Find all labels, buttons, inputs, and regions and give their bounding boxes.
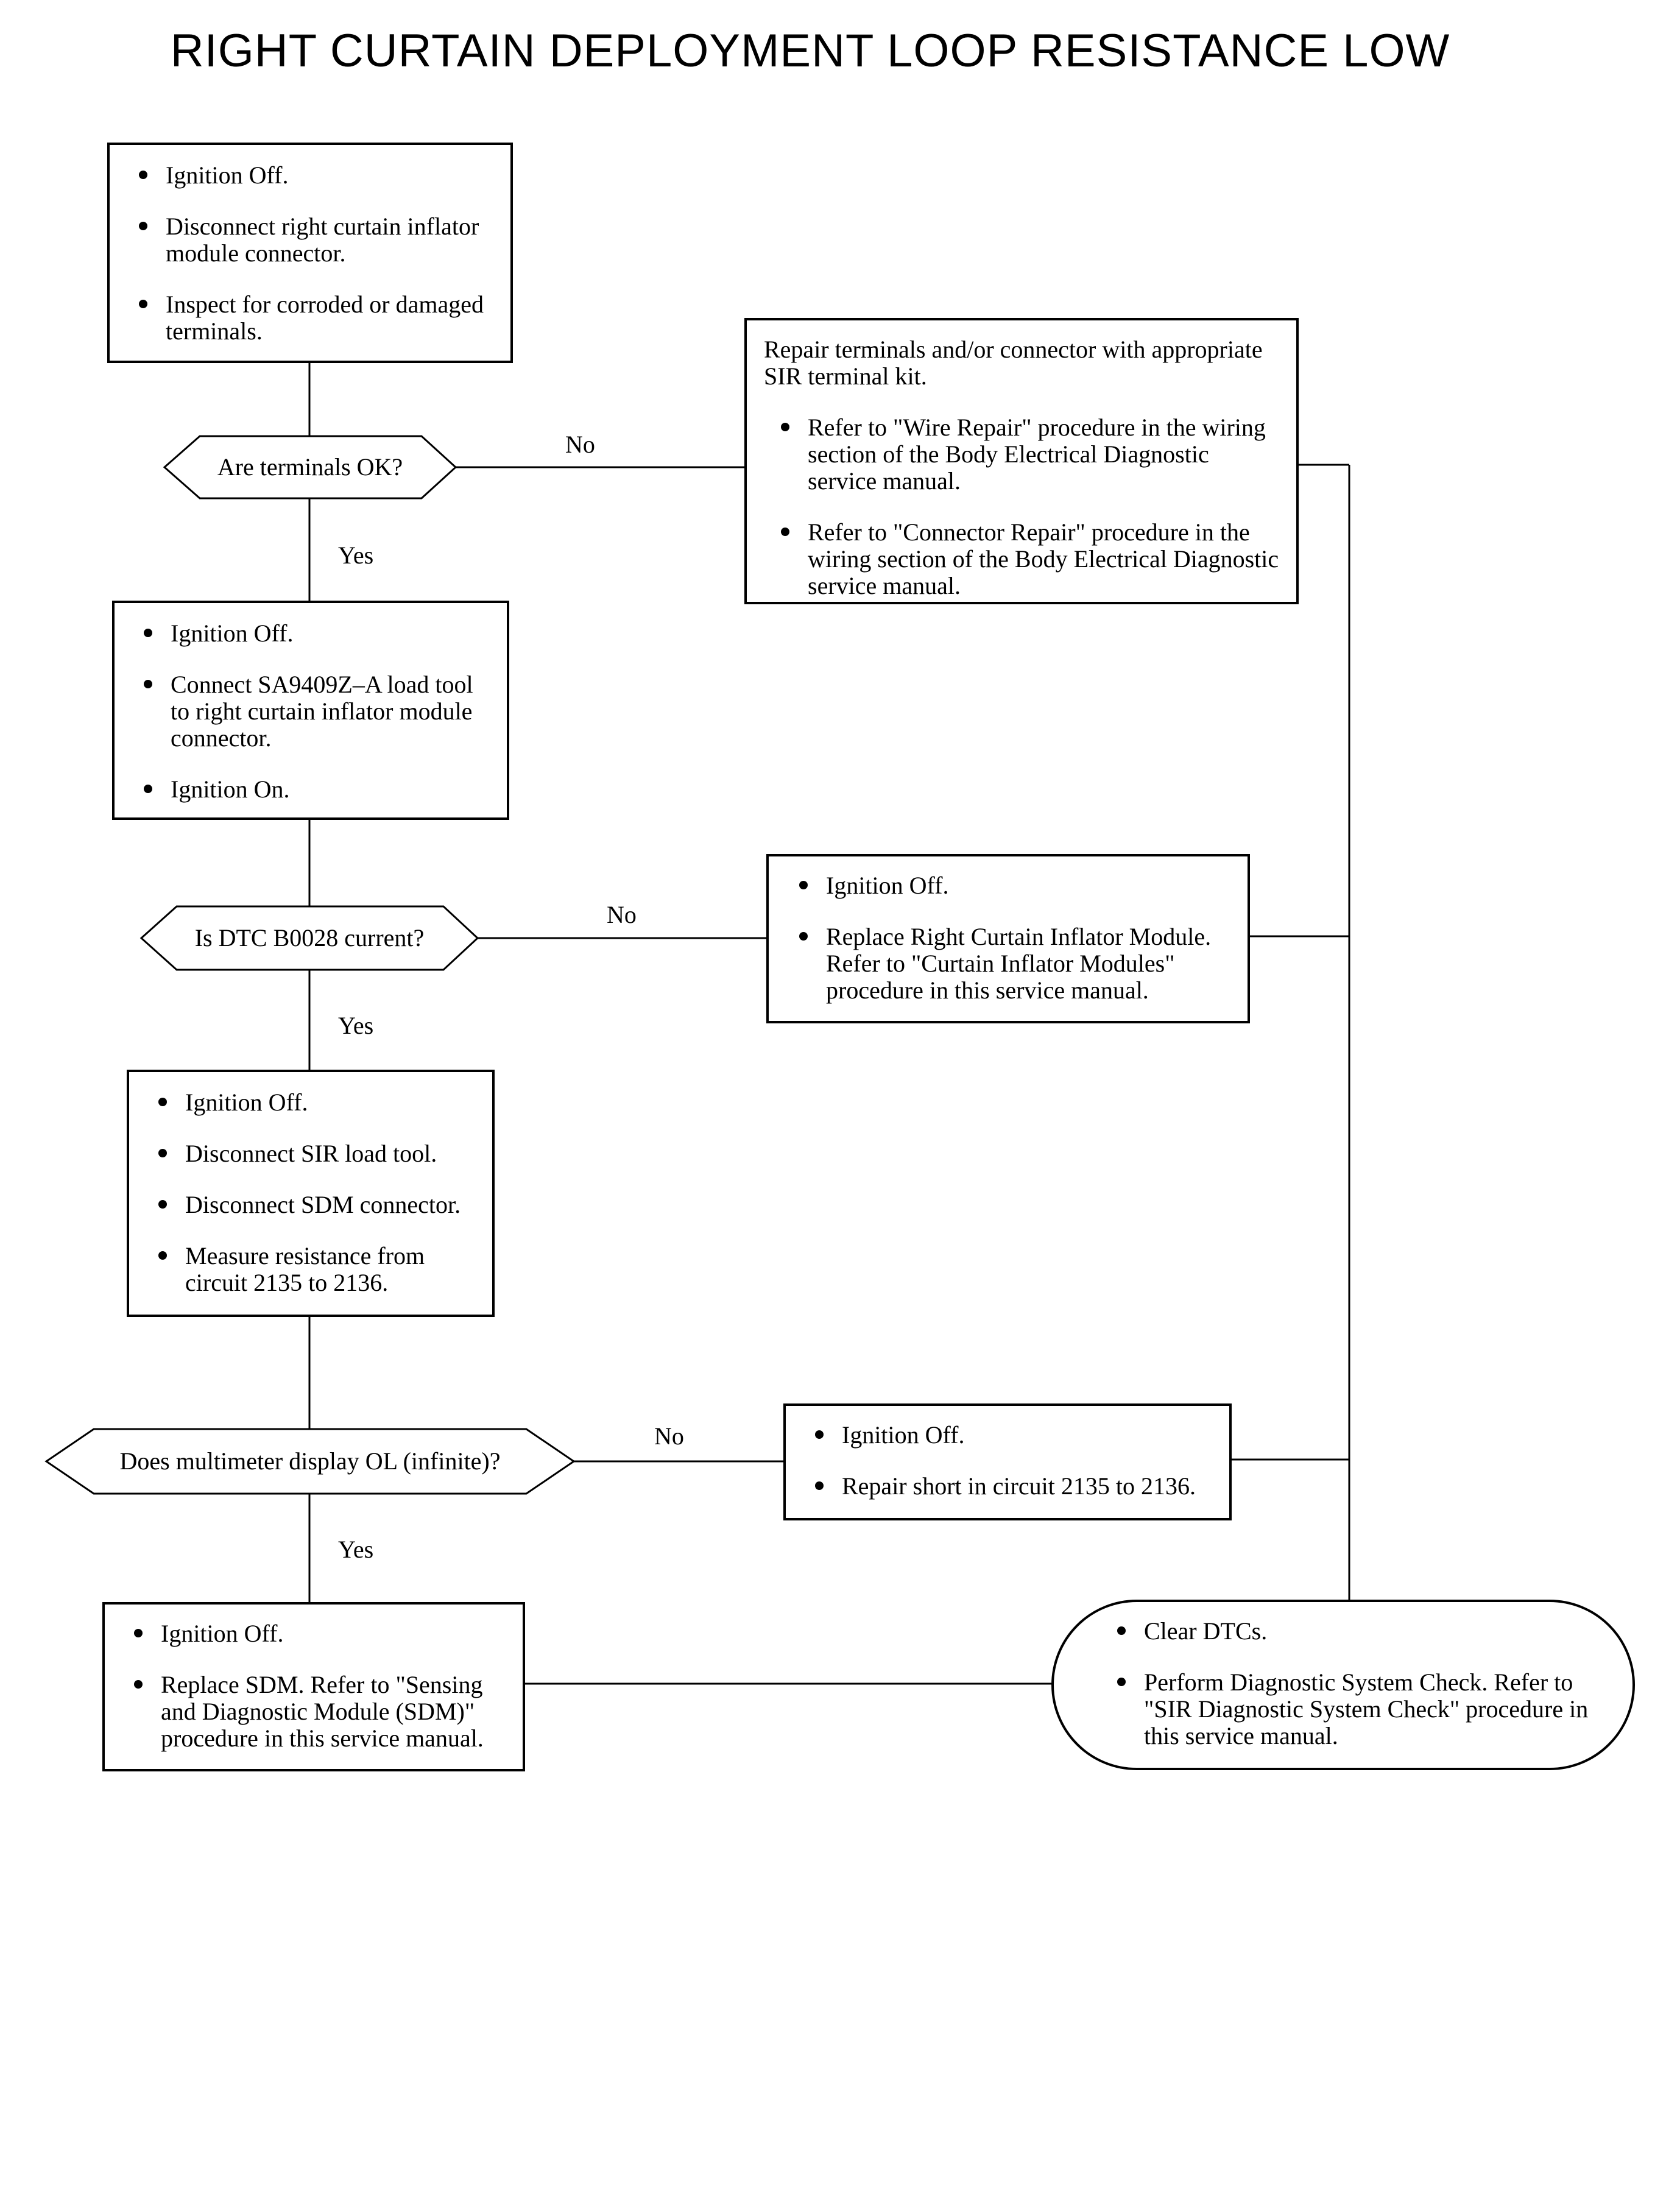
step-1-box: Ignition Off. Disconnect right curtain i… — [107, 143, 513, 363]
decision-3-label: Does multimeter display OL (infinite)? — [119, 1447, 501, 1475]
page-title: RIGHT CURTAIN DEPLOYMENT LOOP RESISTANCE… — [170, 25, 1450, 77]
step-2-box: Ignition Off. Connect SA9409Z–A load too… — [112, 601, 509, 820]
step-1-item: Inspect for corroded or damaged terminal… — [122, 291, 498, 345]
step-4-box: Ignition Off. Replace SDM. Refer to "Sen… — [102, 1602, 525, 1771]
decision-1-no-label: No — [565, 431, 595, 458]
repair-1-item: Refer to "Connector Repair" procedure in… — [764, 519, 1282, 599]
repair-2-item: Replace Right Curtain Inflator Module. R… — [782, 923, 1235, 1004]
decision-2-shape — [139, 905, 479, 971]
decision-2-yes-label: Yes — [338, 1012, 374, 1039]
decision-2-no-label: No — [607, 901, 637, 928]
decision-2-label: Is DTC B0028 current? — [194, 924, 425, 951]
step-4-item: Replace SDM. Refer to "Sensing and Diagn… — [117, 1672, 510, 1752]
decision-3-yes-label: Yes — [338, 1536, 374, 1563]
step-3-item: Disconnect SIR load tool. — [141, 1140, 480, 1167]
final-terminal-box: Clear DTCs. Perform Diagnostic System Ch… — [1051, 1600, 1635, 1770]
step-2-item: Connect SA9409Z–A load tool to right cur… — [127, 671, 495, 752]
decision-1-label: Are terminals OK? — [217, 453, 403, 481]
repair-1-item: Refer to "Wire Repair" procedure in the … — [764, 414, 1282, 495]
step-1-item: Disconnect right curtain inflator module… — [122, 213, 498, 267]
step-3-item: Disconnect SDM connector. — [141, 1191, 480, 1218]
repair-2-box: Ignition Off. Replace Right Curtain Infl… — [766, 854, 1250, 1023]
decision-1-shape — [163, 435, 457, 500]
repair-3-item: Repair short in circuit 2135 to 2136. — [798, 1473, 1217, 1500]
final-item: Perform Diagnostic System Check. Refer t… — [1100, 1669, 1608, 1749]
step-3-box: Ignition Off. Disconnect SIR load tool. … — [127, 1070, 495, 1317]
decision-3-shape — [44, 1428, 576, 1495]
step-3-item: Ignition Off. — [141, 1089, 480, 1116]
final-item: Clear DTCs. — [1100, 1618, 1608, 1645]
repair-3-box: Ignition Off. Repair short in circuit 21… — [783, 1403, 1232, 1520]
repair-3-item: Ignition Off. — [798, 1422, 1217, 1449]
decision-1-yes-label: Yes — [338, 542, 374, 569]
step-4-item: Ignition Off. — [117, 1620, 510, 1647]
step-3-item: Measure resistance from circuit 2135 to … — [141, 1243, 480, 1296]
repair-1-lead: Repair terminals and/or connector with a… — [764, 336, 1263, 390]
step-2-item: Ignition Off. — [127, 620, 495, 647]
repair-1-box: Repair terminals and/or connector with a… — [744, 318, 1299, 604]
step-2-item: Ignition On. — [127, 776, 495, 803]
repair-2-item: Ignition Off. — [782, 872, 1235, 899]
decision-3-no-label: No — [654, 1422, 684, 1450]
step-1-item: Ignition Off. — [122, 162, 498, 189]
